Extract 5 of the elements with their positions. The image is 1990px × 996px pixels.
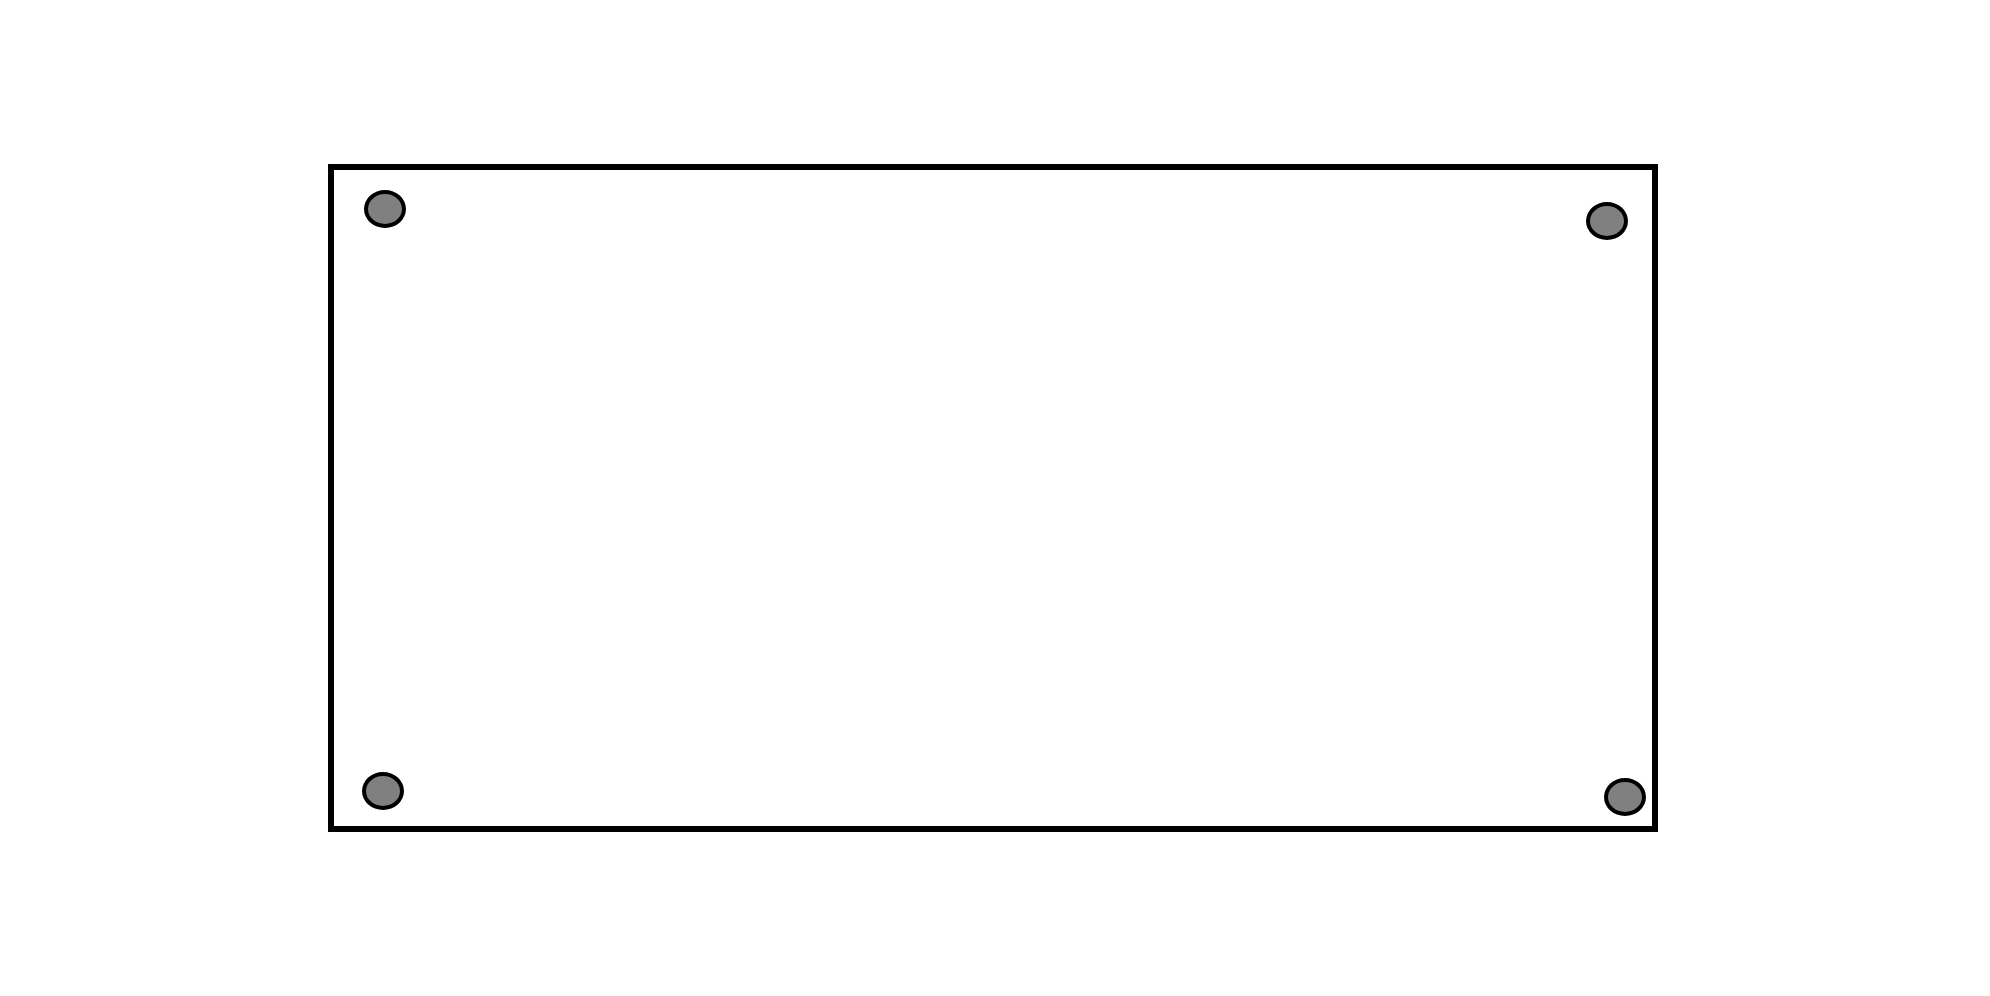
mounting-hole <box>1604 778 1646 816</box>
mounting-hole <box>364 190 406 228</box>
plate-outline <box>328 164 1658 832</box>
mounting-hole <box>362 772 404 810</box>
mounting-hole <box>1586 202 1628 240</box>
